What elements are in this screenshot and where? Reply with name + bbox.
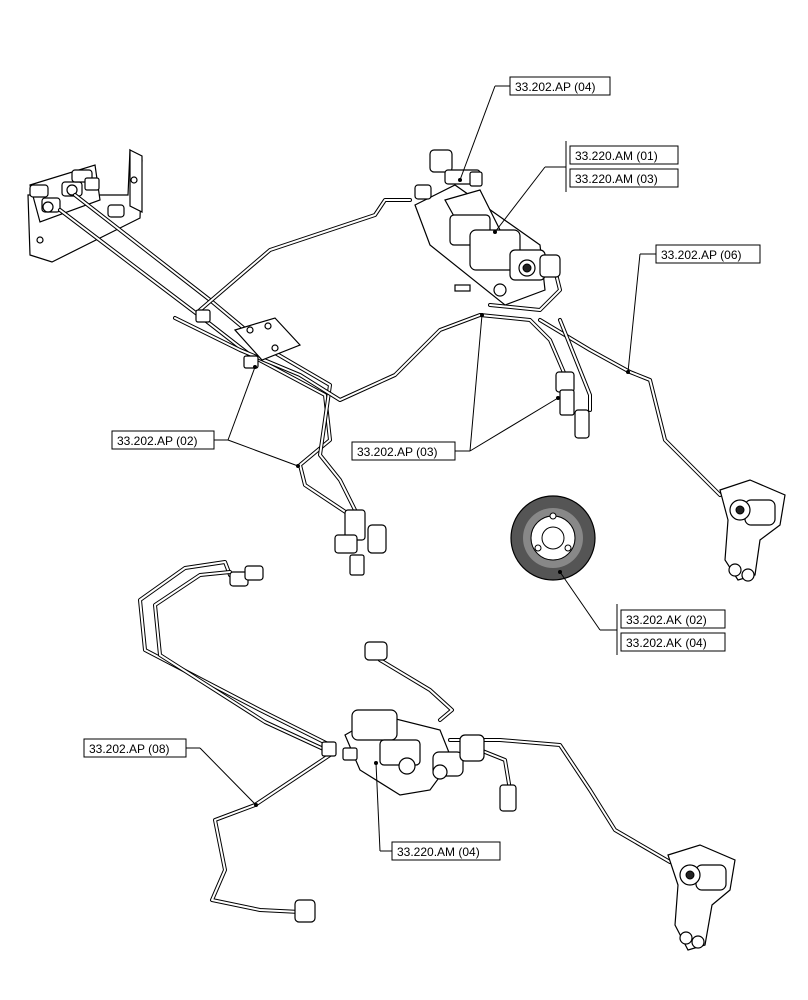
brake-valve-lower	[342, 709, 485, 796]
pipe-clamps	[195, 309, 302, 369]
upper-brake-caliper	[719, 479, 786, 582]
callout-label: 33.202.AP (06)	[661, 248, 742, 262]
callout-33-220-am-01-03[interactable]: 33.220.AM (01) 33.220.AM (03)	[493, 141, 679, 234]
upper-pipes	[58, 193, 722, 522]
lower-brake-line-assembly	[138, 560, 736, 951]
callout-label: 33.202.AP (02)	[117, 434, 198, 448]
callout-label: 33.220.AM (04)	[397, 845, 480, 859]
lower-pipes	[138, 560, 672, 914]
callout-33-202-ap-02[interactable]: 33.202.AP (02)	[111, 365, 300, 468]
callout-label: 33.220.AM (03)	[575, 172, 658, 186]
callout-label: 33.220.AM (01)	[575, 149, 658, 163]
callout-33-202-ak-02-04[interactable]: 33.202.AK (02) 33.202.AK (04)	[558, 570, 726, 655]
upper-brake-line-assembly	[27, 148, 786, 582]
lower-brake-caliper	[667, 844, 736, 951]
callout-label: 33.202.AP (03)	[357, 445, 438, 459]
upper-tee-fittings	[334, 509, 387, 576]
callout-33-202-ap-08[interactable]: 33.202.AP (08)	[83, 738, 258, 807]
brake-disc	[510, 495, 596, 581]
lower-fittings	[229, 565, 517, 923]
callout-label: 33.202.AK (02)	[626, 613, 707, 627]
callout-33-202-ap-03[interactable]: 33.202.AP (03)	[351, 313, 560, 461]
brake-valve-upper	[414, 149, 561, 306]
callout-label: 33.202.AP (04)	[515, 80, 596, 94]
left-valve-fittings	[29, 169, 125, 218]
callout-33-202-ap-06[interactable]: 33.202.AP (06)	[626, 244, 761, 374]
callout-33-202-ap-04[interactable]: 33.202.AP (04)	[458, 76, 611, 182]
callout-33-220-am-04[interactable]: 33.220.AM (04)	[374, 761, 501, 861]
callout-label: 33.202.AP (08)	[89, 742, 170, 756]
upper-bleed-fittings	[555, 371, 590, 439]
callout-label: 33.202.AK (04)	[626, 636, 707, 650]
